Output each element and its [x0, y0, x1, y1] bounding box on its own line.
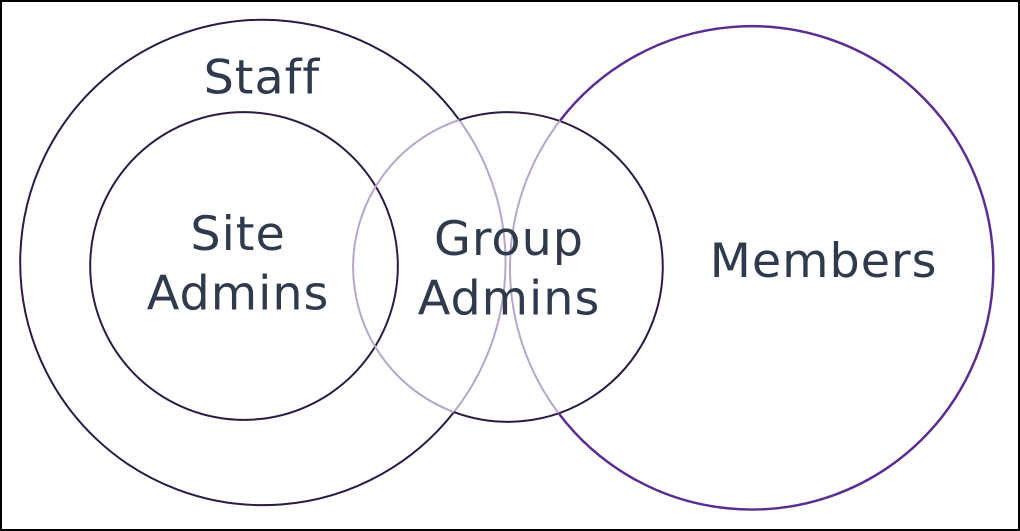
staff-label: Staff: [204, 50, 321, 105]
group-admins-label-line1: Group: [434, 212, 584, 267]
staff-circle-dark-arc: [19, 18, 461, 507]
site-admins-label-line2: Admins: [147, 267, 330, 322]
staff-circle-light-arc: [453, 119, 507, 413]
site-admins-circle: [89, 111, 399, 421]
members-circle-light-arc: [509, 119, 561, 414]
group-admins-circle-light-arc: [352, 119, 460, 414]
site-admins-label-line1: Site: [190, 207, 285, 262]
group-admins-circle-dark-arc: [453, 111, 664, 423]
group-admins-label-line2: Admins: [418, 272, 601, 327]
members-circle-purple-arc: [557, 24, 995, 511]
members-label: Members: [710, 234, 938, 289]
